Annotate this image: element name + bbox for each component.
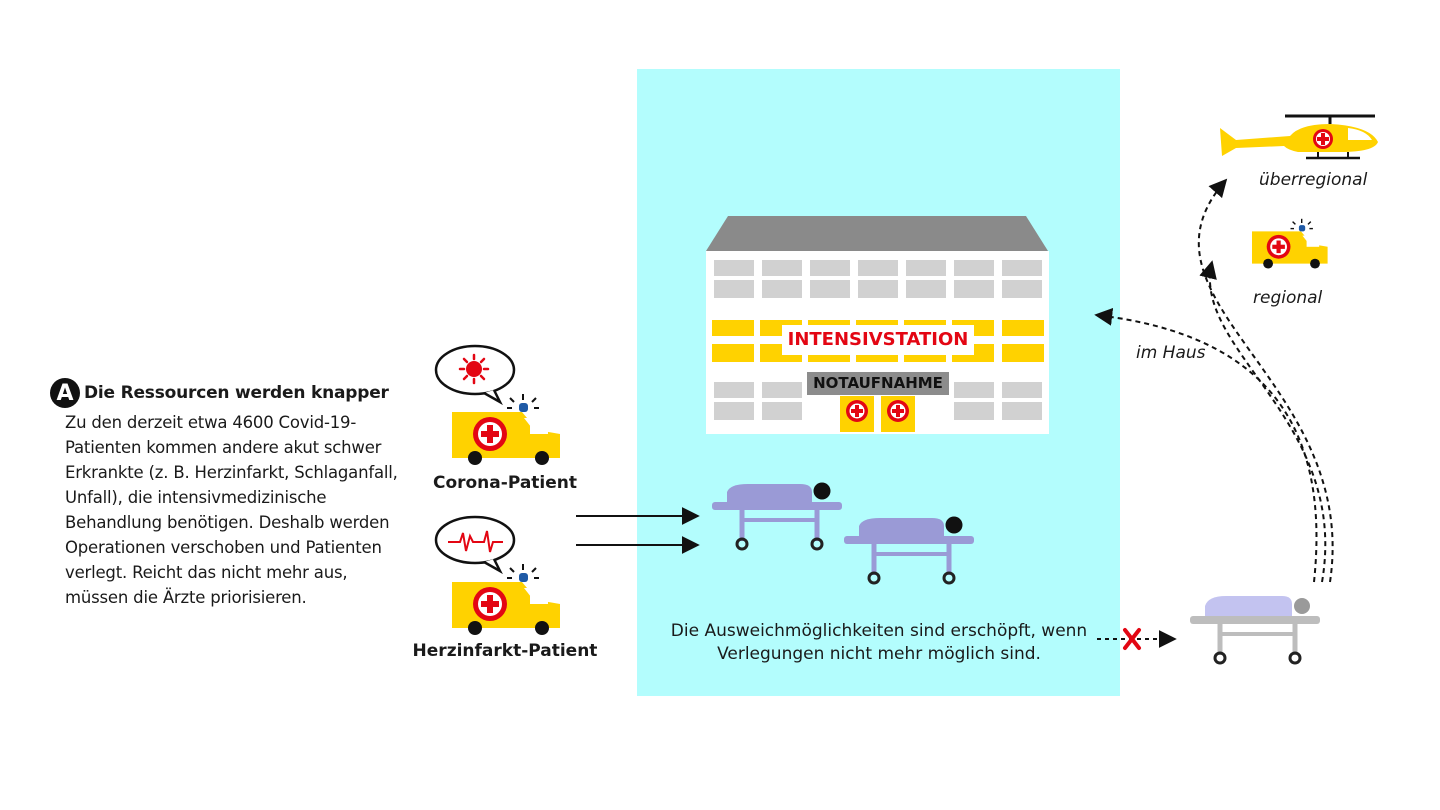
label-regional: regional <box>1253 288 1323 308</box>
arrow-in-house <box>1094 307 1318 583</box>
heart-ambulance-icon <box>451 563 561 636</box>
label-supraregional: überregional <box>1259 170 1368 190</box>
stretcher-icon <box>712 482 842 550</box>
er-label: NOTAUFNAHME <box>807 372 949 395</box>
faded-stretcher-icon <box>1190 596 1320 663</box>
stretcher-icon <box>844 516 974 584</box>
section-header: A Die Ressourcen werden knapper <box>50 377 400 409</box>
virus-icon <box>458 353 490 385</box>
corona-speech-bubble <box>434 344 516 406</box>
arrow-regional <box>1199 260 1327 583</box>
corona-patient-label: Corona-Patient <box>432 473 578 493</box>
blocked-x-icon <box>1123 628 1141 650</box>
heart-speech-bubble <box>434 515 516 575</box>
section-badge: A <box>50 378 80 408</box>
corona-ambulance-icon <box>451 393 561 466</box>
section-body: Zu den derzeit etwa 4600 Covid-19-Patien… <box>65 413 398 607</box>
ecg-icon <box>448 530 503 553</box>
regional-ambulance-icon <box>1251 218 1329 270</box>
section-title: Die Ressourcen werden knapper <box>84 383 389 403</box>
helicopter-icon <box>1220 114 1378 160</box>
center-caption: Die Ausweichmöglichkeiten sind erschöpft… <box>670 621 1088 664</box>
heart-patient-label: Herzinfarkt-Patient <box>412 641 598 661</box>
section-a: A Die Ressourcen werden knapper Zu den d… <box>50 377 400 610</box>
label-in-house: im Haus <box>1136 343 1206 363</box>
icu-label: INTENSIVSTATION <box>782 325 974 355</box>
arrow-supraregional <box>1197 178 1334 583</box>
